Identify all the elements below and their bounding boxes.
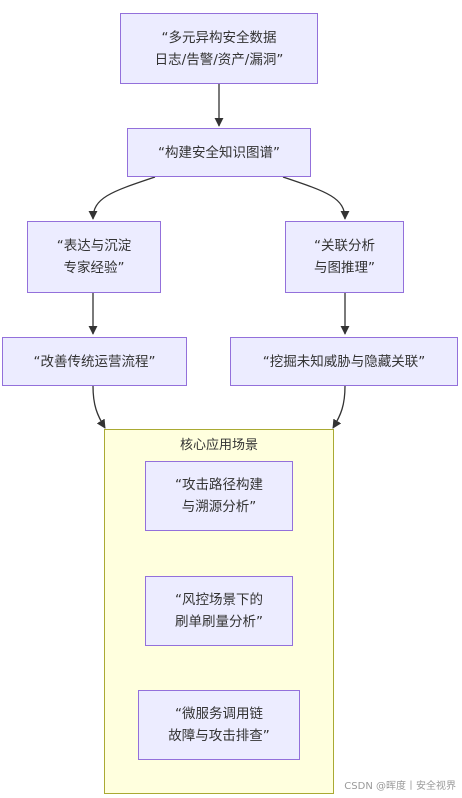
node-unknown-threats: “挖掘未知威胁与隐藏关联” <box>230 337 458 386</box>
scenario-fraud-analysis: “风控场景下的 刷单刷量分析” <box>145 576 293 646</box>
node-multisource-data: “多元异构安全数据 日志/告警/资产/漏洞” <box>120 13 318 84</box>
node-improve-process: “改善传统运营流程” <box>2 337 187 386</box>
node-graph-reasoning: “关联分析 与图推理” <box>285 221 404 293</box>
edge-graph-to-expert <box>88 176 156 220</box>
csdn-watermark: CSDN @晖度丨安全视界 <box>344 781 456 792</box>
node-knowledge-graph: “构建安全知识图谱” <box>127 128 311 177</box>
scenario-microservice-troubleshoot: “微服务调用链 故障与攻击排查” <box>138 690 300 760</box>
cluster-title: 核心应用场景 <box>179 438 258 453</box>
edge-graph-to-reasoning <box>282 176 350 220</box>
edge-process-to-cluster <box>92 385 106 429</box>
scenario-attack-path: “攻击路径构建 与溯源分析” <box>145 461 293 531</box>
edge-threats-to-cluster <box>332 385 346 429</box>
node-expert-experience: “表达与沉淀 专家经验” <box>27 221 161 293</box>
